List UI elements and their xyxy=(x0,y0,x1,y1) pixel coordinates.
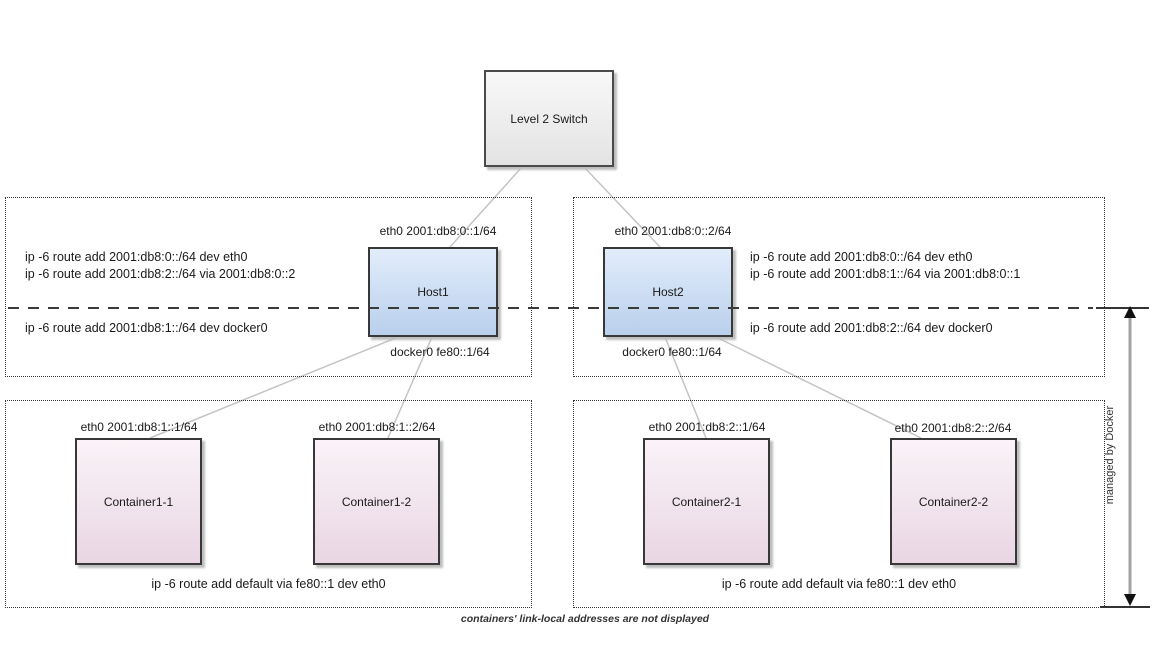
host1-route-line2: ip -6 route add 2001:db8:2::/64 via 2001… xyxy=(25,267,296,281)
host2-eth-routes: ip -6 route add 2001:db8:0::/64 dev eth0… xyxy=(750,249,1020,283)
host2-route-line1: ip -6 route add 2001:db8:0::/64 dev eth0 xyxy=(750,250,973,264)
container-group1-box xyxy=(5,400,532,608)
host1-node: Host1 xyxy=(368,247,498,337)
container2-1-node: Container2-1 xyxy=(643,438,770,565)
arrow-down-icon xyxy=(1124,594,1136,606)
host2-group-box xyxy=(573,197,1105,377)
host2-node: Host2 xyxy=(603,247,733,337)
host1-group-box xyxy=(5,197,532,377)
host2-eth0-label: eth0 2001:db8:0::2/64 xyxy=(614,224,732,238)
container2-2-eth0-label: eth0 2001:db8:2::2/64 xyxy=(894,421,1012,435)
host1-route-line1: ip -6 route add 2001:db8:0::/64 dev eth0 xyxy=(25,250,248,264)
container1-2-label: Container1-2 xyxy=(341,494,412,509)
container2-2-node: Container2-2 xyxy=(890,438,1017,565)
arrow-up-icon xyxy=(1124,306,1136,318)
host1-docker0-label: docker0 fe80::1/64 xyxy=(390,345,490,359)
host2-docker-route: ip -6 route add 2001:db8:2::/64 dev dock… xyxy=(750,321,993,335)
footer-caption: containers' link-local addresses are not… xyxy=(460,613,710,625)
link-host2-container2-1 xyxy=(664,336,707,439)
container1-2-node: Container1-2 xyxy=(313,438,440,565)
container1-1-node: Container1-1 xyxy=(75,438,202,565)
managed-by-docker-label: managed by Docker xyxy=(1104,405,1116,505)
switch-label: Level 2 Switch xyxy=(510,111,588,126)
host2-label: Host2 xyxy=(652,285,684,299)
link-host2-container2-2 xyxy=(715,336,922,439)
link-host1-container1-1 xyxy=(149,336,399,439)
level2-switch-node: Level 2 Switch xyxy=(484,70,614,167)
link-switch-host2 xyxy=(583,166,661,248)
host1-eth-routes: ip -6 route add 2001:db8:0::/64 dev eth0… xyxy=(25,249,295,283)
host2-route-line2: ip -6 route add 2001:db8:1::/64 via 2001… xyxy=(750,267,1021,281)
container1-1-label: Container1-1 xyxy=(103,494,174,509)
container1-2-eth0-label: eth0 2001:db8:1::2/64 xyxy=(318,420,436,434)
container2-2-label: Container2-2 xyxy=(918,494,989,509)
link-host1-container1-2 xyxy=(387,336,433,439)
container2-1-label: Container2-1 xyxy=(671,494,742,509)
host2-docker0-label: docker0 fe80::1/64 xyxy=(622,345,722,359)
group2-default-route: ip -6 route add default via fe80::1 dev … xyxy=(721,577,957,591)
container1-1-eth0-label: eth0 2001:db8:1::1/64 xyxy=(80,420,198,434)
link-switch-host1 xyxy=(449,166,523,248)
group1-default-route: ip -6 route add default via fe80::1 dev … xyxy=(151,577,386,591)
host1-label: Host1 xyxy=(417,285,449,299)
container2-1-eth0-label: eth0 2001:db8:2::1/64 xyxy=(648,420,766,434)
container-group2-box xyxy=(573,400,1105,608)
host1-eth0-label: eth0 2001:db8:0::1/64 xyxy=(379,224,497,238)
host1-docker-route: ip -6 route add 2001:db8:1::/64 dev dock… xyxy=(25,321,268,335)
